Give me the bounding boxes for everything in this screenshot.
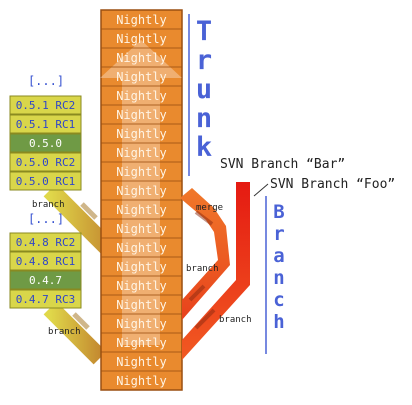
trunk-title-letter: T [196,16,212,47]
svn-branch-bar-shape [180,188,230,320]
release-tag-label: 0.4.7 [29,274,62,287]
branch-lower-left-label: branch [48,327,81,337]
rc-tag-label: 0.4.8 RC1 [16,255,76,268]
branch-foo-arrow [194,308,216,330]
trunk-cell-nightly: Nightly [116,165,167,179]
release-tag-box [9,133,82,153]
branch-title-letter: c [273,289,284,311]
trunk-cell-nightly: Nightly [116,222,167,236]
rc-tag-label: 0.5.0 RC2 [16,156,76,169]
branch-title-letter: B [273,201,284,223]
trunk-cell-nightly: Nightly [116,127,167,141]
rc-tag-label: 0.4.8 RC2 [16,236,76,249]
rc-tag-box [9,114,82,134]
merge-label: merge [196,203,223,213]
rc-tag-label: 0.5.1 RC1 [16,118,76,131]
trunk-cell-nightly: Nightly [116,374,167,388]
rc-tag-box [9,171,82,191]
trunk-title-letter: u [196,74,212,105]
trunk-cell-nightly: Nightly [116,51,167,65]
trunk-title-letter: n [196,103,212,134]
trunk-cell-nightly: Nightly [116,355,167,369]
branch-title-letter: h [273,311,284,333]
rc-tag-label: 0.5.1 RC2 [16,99,76,112]
trunk-title-letter: r [196,45,212,76]
rc-tag-box [9,232,82,252]
trunk-cell-nightly: Nightly [116,317,167,331]
trunk-column: NightlyNightlyNightlyNightlyNightlyNight… [100,9,183,391]
trunk-cell-nightly: Nightly [116,260,167,274]
rc-tag-box [9,95,82,115]
ellipsis-lower: [...] [28,212,64,226]
trunk-title-letter: k [196,132,212,163]
svn-branch-foo-label: SVN Branch “Foo” [270,177,395,192]
rc-tag-box [9,152,82,172]
svn-branches [180,182,250,360]
rc-tag-box [9,251,82,271]
trunk-cell-nightly: Nightly [116,32,167,46]
branch-title-letter: a [273,245,284,267]
trunk-cell-nightly: Nightly [116,89,167,103]
merge-arrow [194,210,214,226]
release-branch-upper-connector [43,183,117,257]
release-upper-arrow [80,202,98,220]
release-tag-label: 0.5.0 [29,137,62,150]
trunk-arrow [100,40,182,345]
trunk-cell-nightly: Nightly [116,70,167,84]
trunk-cell-nightly: Nightly [116,146,167,160]
release-branch-lower-connector [43,301,107,365]
release-tag-box [9,270,82,290]
release-tags-upper: 0.5.1 RC2 0.5.1 RC1 0.5.0 0.5.0 RC2 0.5.0 RC… [9,95,82,191]
trunk-cell-nightly: Nightly [116,108,167,122]
trunk-cell-nightly: Nightly [116,203,167,217]
svn-branch-bar-label: SVN Branch “Bar” [220,157,345,172]
rc-tag-box [9,289,82,309]
branch-title-letter: r [273,223,284,245]
trunk-cell-nightly: Nightly [116,13,167,27]
trunk-cell-nightly: Nightly [116,298,167,312]
branch-bar-arrow [188,284,206,302]
branch-upper-left-label: branch [32,200,65,210]
trunk-cell-nightly: Nightly [116,279,167,293]
rc-tag-label: 0.5.0 RC1 [16,175,76,188]
branch-title: Branch [273,201,284,333]
svn-branch-foo-shape [182,182,250,360]
svn-foo-leader [253,183,269,197]
branch-foo-label: branch [219,315,252,325]
branch-bar-label: branch [186,264,219,274]
trunk-cell-nightly: Nightly [116,336,167,350]
release-branch-connectors [43,183,117,365]
trunk-cell-nightly: Nightly [116,241,167,255]
rc-tag-label: 0.4.7 RC3 [16,293,76,306]
trunk-cell-nightly: Nightly [116,184,167,198]
release-tags-lower: 0.4.8 RC2 0.4.8 RC1 0.4.7 0.4.7 RC3 [9,232,82,309]
branch-title-letter: n [273,267,284,289]
release-lower-arrow [72,312,90,330]
ellipsis-upper: [...] [28,74,64,88]
